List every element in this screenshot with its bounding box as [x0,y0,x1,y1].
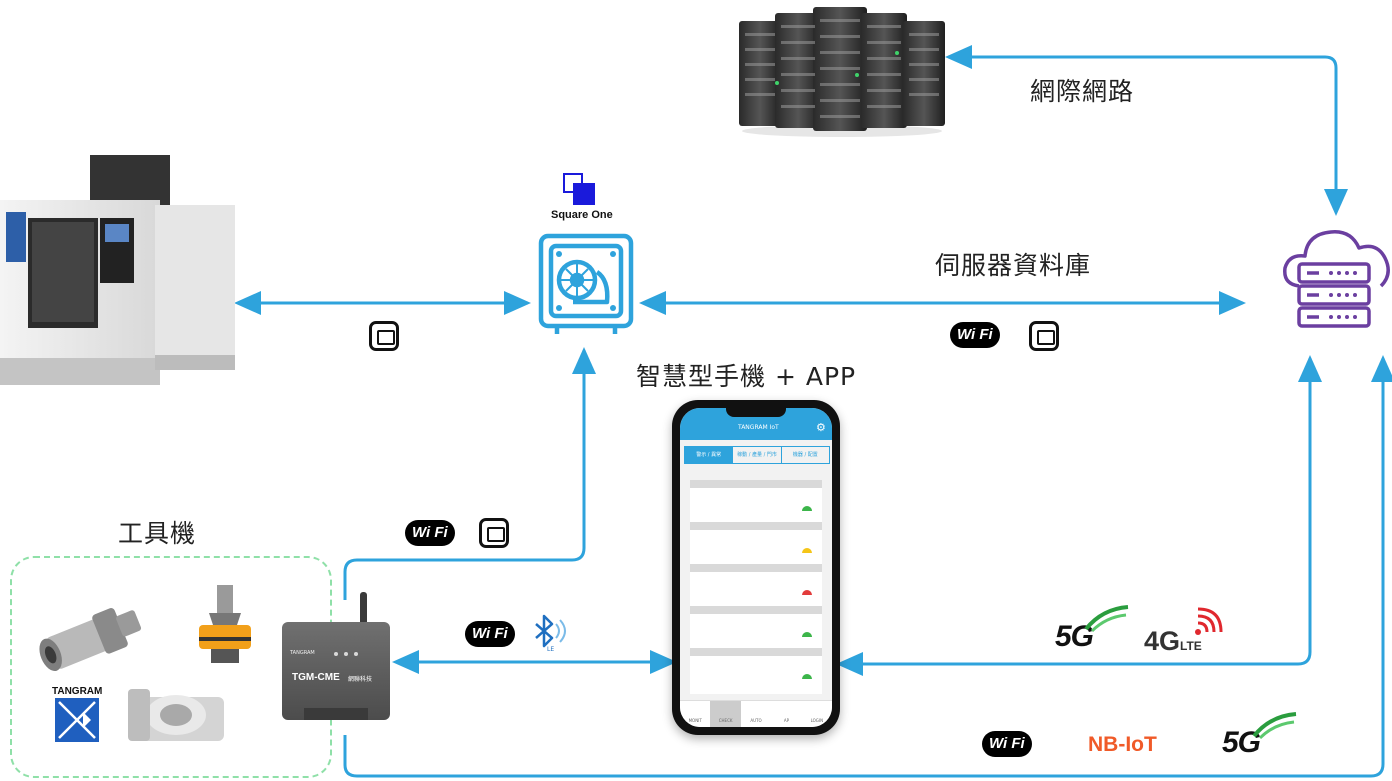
led [334,652,338,656]
internet-label: 網際網路 [1030,77,1135,106]
phone-card[interactable] [690,648,822,694]
ethernet-icon-gateway [479,518,509,548]
phone-card[interactable] [690,606,822,652]
wifi-badge-gateway: Wi Fi [405,520,455,546]
wifi-badge-text: Wi Fi [989,735,1025,752]
server-rack-image [739,7,945,137]
status-light-red [802,590,812,595]
phone-bottom-nav: MONIT CHECK AUTO AP LOGIN [680,700,832,727]
smartphone: TANGRAM IoT ⚙ 警示 / 異常 稼動 / 產量 / 門市 機器 / … [672,400,840,735]
nav-label: LOGIN [810,718,824,723]
nav-check[interactable]: CHECK [710,701,741,727]
phone-header: TANGRAM IoT ⚙ [680,408,832,440]
phone-tab-alerts[interactable]: 警示 / 異常 [685,447,733,463]
nav-label: AP [783,718,789,723]
status-light-yellow [802,548,812,553]
lte-4g-text: 4G [1144,626,1181,656]
fiveg-swoosh-icon-bottom [1252,712,1297,740]
wifi-badge-text: Wi Fi [412,524,448,541]
machine-tools-label: 工具機 [118,519,197,548]
gateway-brand: TANGRAM [290,650,315,656]
phone-card[interactable] [690,564,822,610]
gateway-model: TGM-CME [292,672,340,683]
gateway-device: TANGRAM TGM-CME 網聯科技 [282,622,390,720]
square-one-device-icon [538,233,634,334]
link-gateway-squareone [343,347,596,600]
fiveg-badge-bottom: 5G [1222,726,1261,760]
cloud-server-icon [1283,230,1390,328]
tool-holder-image [199,585,251,663]
bluetooth-le-label: LE [547,646,555,653]
wifi-badge-text: Wi Fi [472,625,508,642]
link-cloud-internet [945,45,1348,216]
ethernet-icon-top [1029,321,1059,351]
phone-notch [726,408,786,417]
phone-app-title: TANGRAM IoT [738,424,779,431]
phone-card[interactable] [690,480,822,526]
phone-tabs: 警示 / 異常 稼動 / 產量 / 門市 機器 / 配置 [684,446,830,464]
status-light-green [802,674,812,679]
fiveg-swoosh-icon [1084,605,1129,633]
gateway-connector [304,708,368,720]
phone-card[interactable] [690,522,822,568]
spindle-image [39,608,142,672]
link-gateway-cloud [343,355,1392,778]
square-one-logo [563,173,599,207]
rotary-table-image [128,689,224,741]
settings-icon[interactable]: ⚙ [816,421,826,434]
gateway-maker: 網聯科技 [348,676,373,683]
phone-tab-machines[interactable]: 機器 / 配置 [780,447,829,463]
nav-monit[interactable]: MONIT [680,701,710,727]
tangram-logo-text: TANGRAM [52,686,103,697]
phone-tab-label: 稼動 / 產量 / 門市 [737,452,777,458]
wifi-badge-top: Wi Fi [950,322,1000,348]
phone-app-label: 智慧型手機 + APP [636,362,857,391]
wifi-badge-text: Wi Fi [957,326,993,343]
led [354,652,358,656]
cnc-machine-image [0,155,235,385]
phone-tab-label: 警示 / 異常 [696,452,722,458]
wifi-badge-bottom: Wi Fi [982,731,1032,757]
led [344,652,348,656]
ethernet-icon [369,321,399,351]
nav-login[interactable]: LOGIN [802,701,832,727]
square-one-label: Square One [551,209,613,221]
nav-ap[interactable]: AP [771,701,801,727]
nav-label: MONIT [688,718,702,723]
wifi-badge-phone-link: Wi Fi [465,621,515,647]
status-light-green [802,632,812,637]
nav-auto[interactable]: AUTO [741,701,771,727]
phone-tab-output[interactable]: 稼動 / 產量 / 門市 [732,447,780,463]
phone-tab-label: 機器 / 配置 [792,452,818,458]
lte-text: LTE [1180,639,1202,653]
tangram-logo-icon [55,698,99,742]
gateway-leds [334,650,374,660]
nav-label: AUTO [750,718,762,723]
server-database-label: 伺服器資料庫 [935,251,1092,280]
link-phone-cloud [836,355,1322,676]
lte-signal-icon [1195,607,1223,635]
bluetooth-le-icon [535,614,566,648]
fiveg-text: 5G [1222,726,1261,759]
lte-badge: 4GLTE [1144,626,1202,657]
status-light-green [802,506,812,511]
nbiot-badge: NB-IoT [1088,733,1157,756]
nav-label: CHECK [718,718,733,723]
phone-screen: TANGRAM IoT ⚙ 警示 / 異常 稼動 / 產量 / 門市 機器 / … [680,408,832,727]
